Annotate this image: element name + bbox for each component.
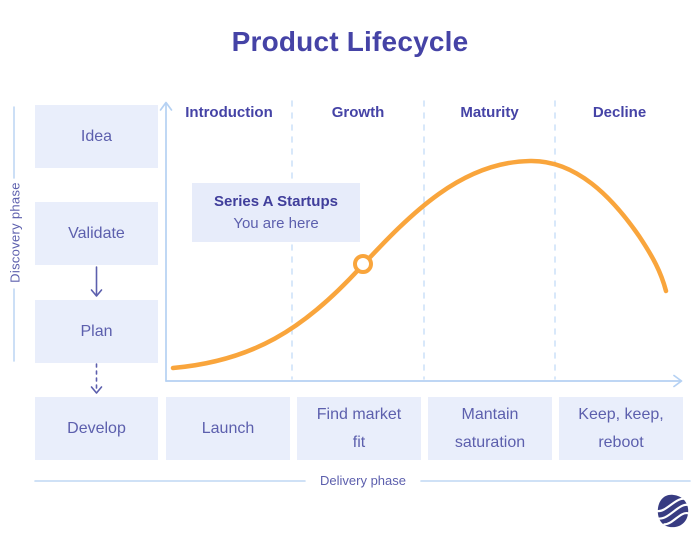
phase-label-maturity: Maturity <box>460 104 519 121</box>
arrow-validate-to-plan <box>90 266 103 297</box>
delivery-phase-label: Delivery phase <box>307 473 419 488</box>
discovery-phase-label: Discovery phase <box>7 182 23 283</box>
step-box-validate: Validate <box>35 202 158 265</box>
phase-label-growth: Growth <box>331 104 385 121</box>
step-box-keep-keep-reboot: Keep, keep, reboot <box>559 397 683 460</box>
you-are-here-marker <box>353 254 373 274</box>
phase-label-decline: Decline <box>592 104 647 121</box>
series-a-annotation: Series A Startups You are here <box>192 183 360 242</box>
step-box-launch: Launch <box>166 397 290 460</box>
step-box-idea: Idea <box>35 105 158 168</box>
step-box-plan: Plan <box>35 300 158 363</box>
phase-dividers <box>291 100 556 380</box>
step-box-find-market-fit: Find market fit <box>297 397 421 460</box>
annotation-title: Series A Startups <box>214 193 338 210</box>
arrow-plan-to-develop <box>90 363 103 394</box>
y-axis <box>159 101 173 382</box>
step-box-develop: Develop <box>35 397 158 460</box>
x-axis <box>165 374 683 388</box>
lifecycle-curve <box>170 158 669 371</box>
step-box-mantain-saturation: Mantain saturation <box>428 397 552 460</box>
annotation-subtitle: You are here <box>233 215 319 232</box>
page-title: Product Lifecycle <box>231 26 469 57</box>
brand-sphere-logo-icon <box>656 494 689 528</box>
phase-label-introduction: Introduction <box>185 104 273 121</box>
